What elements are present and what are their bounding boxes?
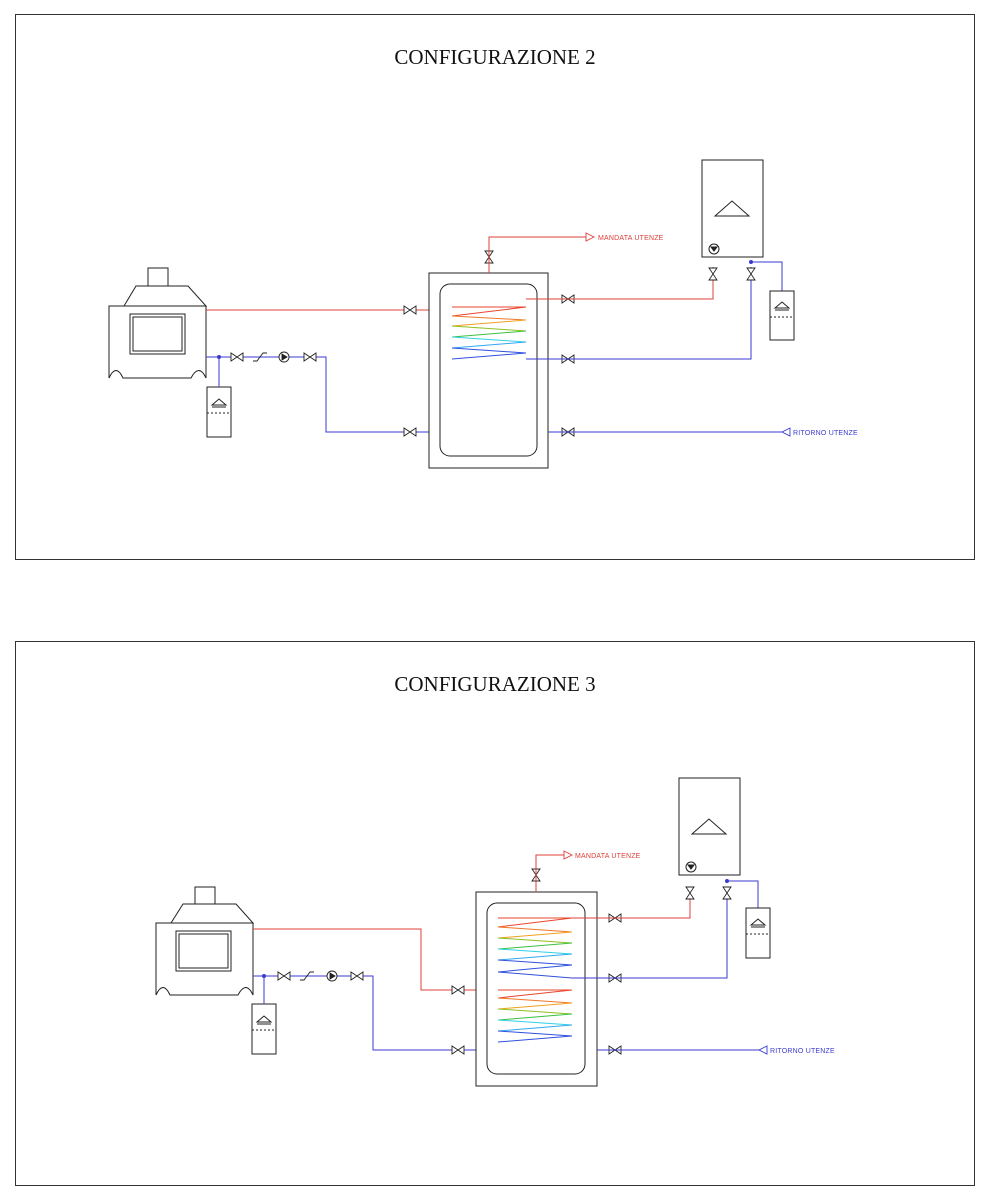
expansion-tank-icon — [745, 907, 771, 959]
check-valve-icon — [253, 352, 267, 362]
configuration-2-diagram: MANDATA UTENZE RITORNO UTENZE — [108, 159, 858, 469]
valve-icon — [708, 267, 756, 281]
arrow-icon — [780, 427, 791, 437]
configuration-3-title: CONFIGURAZIONE 3 — [394, 672, 596, 696]
storage-tank — [428, 272, 549, 469]
return-label: RITORNO UTENZE — [793, 430, 858, 437]
valve-icon — [685, 886, 732, 900]
configuration-2-title: CONFIGURAZIONE 2 — [394, 45, 596, 69]
valve-icon — [230, 352, 244, 362]
valve-icon — [303, 352, 317, 362]
valve-icon — [350, 971, 364, 981]
boiler-icon — [701, 159, 764, 258]
pump-icon — [278, 351, 290, 363]
configuration-3-diagram: MANDATA UTENZE RITORNO UTENZE — [155, 777, 835, 1087]
expansion-tank-icon — [206, 386, 232, 438]
valve-icon — [277, 971, 291, 981]
fireplace-icon — [108, 267, 208, 379]
check-valve-icon — [300, 971, 314, 981]
arrow-icon — [585, 232, 596, 242]
supply-label: MANDATA UTENZE — [575, 853, 641, 860]
heating-coil — [451, 306, 527, 360]
configuration-2-panel: CONFIGURAZIONE 2 — [15, 14, 975, 560]
supply-label: MANDATA UTENZE — [598, 235, 664, 242]
arrow-icon — [563, 850, 574, 860]
arrow-icon — [757, 1045, 768, 1055]
return-label: RITORNO UTENZE — [770, 1048, 835, 1055]
pump-icon — [326, 970, 338, 982]
expansion-tank-icon — [251, 1003, 277, 1055]
upper-heating-coil — [497, 917, 573, 979]
configuration-3-panel: CONFIGURAZIONE 3 — [15, 641, 975, 1186]
fireplace-icon — [155, 886, 255, 996]
expansion-tank-icon — [769, 290, 795, 341]
boiler-icon — [678, 777, 741, 876]
storage-tank — [475, 891, 598, 1087]
lower-heating-coil — [497, 989, 573, 1043]
